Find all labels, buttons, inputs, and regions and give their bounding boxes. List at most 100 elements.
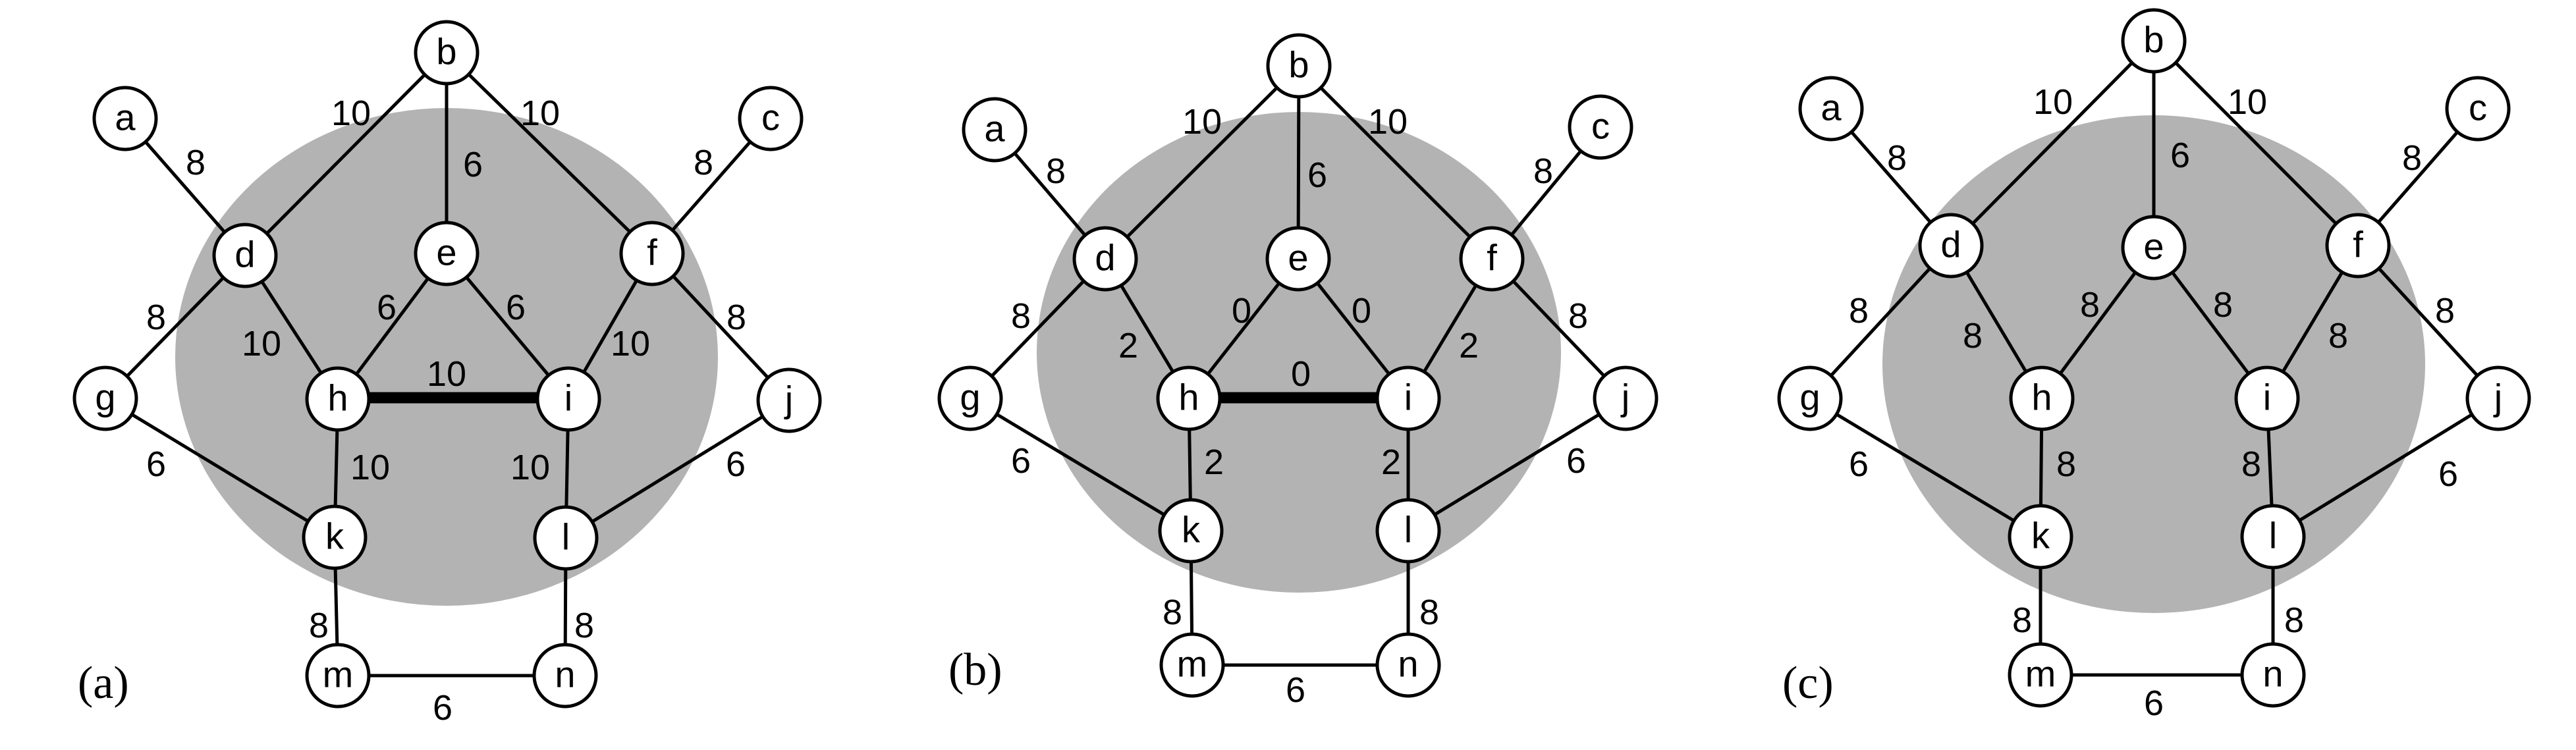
node-circle-j [2465, 365, 2531, 431]
node-circle-c [2445, 76, 2511, 142]
edge-b-d [243, 51, 449, 257]
edge-weight-k-m: 8 [2012, 601, 2032, 640]
node-b: b [1266, 33, 1332, 99]
node-label-n: n [1398, 643, 1418, 685]
edge-weight-f-j: 8 [726, 298, 746, 337]
node-i: i [1375, 365, 1441, 431]
node-c: c [1568, 94, 1633, 160]
node-a: a [92, 86, 158, 151]
edge-weight-f-j: 8 [2435, 291, 2455, 331]
edge-weight-c-f: 8 [1533, 151, 1553, 191]
node-label-l: l [2269, 515, 2277, 556]
edge-weight-c-f: 8 [694, 143, 713, 182]
node-label-m: m [1177, 643, 1208, 685]
edge-g-k [1808, 396, 2042, 539]
node-label-h: h [327, 377, 348, 419]
node-circle-i [2234, 365, 2300, 431]
node-label-a: a [984, 108, 1005, 149]
node-circle-f [2325, 213, 2391, 279]
node-h: h [305, 366, 371, 432]
edge-f-j [650, 252, 791, 402]
node-circle-b [414, 20, 480, 86]
edge-weight-m-n: 6 [433, 688, 452, 728]
edge-weight-d-h: 10 [242, 324, 281, 363]
node-label-b: b [1288, 44, 1309, 86]
edge-b-f [1297, 64, 1494, 261]
panel-label-c: (c) [1782, 658, 1834, 709]
node-circle-d [212, 223, 278, 288]
edge-g-k [968, 396, 1193, 533]
edge-weight-h-k: 8 [2056, 444, 2076, 484]
edge-weight-f-i: 2 [1459, 326, 1479, 365]
node-c: c [738, 86, 804, 151]
edge-weight-e-h: 8 [2080, 285, 2100, 325]
edge-weight-e-h: 0 [1232, 291, 1251, 331]
node-a: a [962, 97, 1028, 163]
shaded-region [175, 108, 718, 606]
node-circle-f [1459, 226, 1525, 292]
edge-weight-b-d: 10 [331, 94, 371, 133]
node-label-a: a [115, 97, 136, 138]
edge-g-k [103, 396, 337, 539]
edge-weight-l-n: 8 [1419, 593, 1439, 632]
node-circle-g [72, 365, 138, 431]
edge-weight-e-i: 8 [2213, 285, 2233, 325]
node-label-c: c [761, 97, 780, 138]
node-e: e [414, 221, 480, 286]
node-label-b: b [436, 31, 456, 72]
node-label-n: n [2262, 653, 2283, 695]
edge-weight-a-d: 8 [186, 143, 206, 182]
node-g: g [1777, 365, 1843, 431]
node-b: b [2121, 8, 2187, 74]
edge-weight-j-l: 6 [2438, 454, 2458, 494]
node-f: f [619, 221, 685, 286]
panel-label-a: (a) [78, 658, 129, 709]
edge-b-d [1103, 64, 1301, 261]
node-m: m [2008, 642, 2073, 708]
node-f: f [1459, 226, 1525, 292]
edge-weight-b-f: 10 [1368, 102, 1408, 142]
edge-weight-d-h: 2 [1118, 326, 1138, 365]
node-circle-l [2240, 504, 2306, 570]
node-l: l [533, 505, 599, 571]
node-circle-h [305, 366, 371, 432]
node-circle-m [305, 643, 371, 709]
edge-weight-h-k: 10 [350, 448, 390, 487]
node-label-f: f [1487, 237, 1497, 279]
node-circle-i [1375, 365, 1441, 431]
edge-weight-i-l: 10 [510, 448, 550, 487]
node-circle-l [533, 505, 599, 571]
panel-label-b: (b) [948, 645, 1002, 695]
edge-weight-i-l: 2 [1381, 442, 1401, 482]
edge-d-g [103, 254, 247, 400]
node-label-f: f [647, 232, 657, 273]
node-label-e: e [2143, 226, 2164, 267]
node-label-d: d [1095, 237, 1115, 279]
node-d: d [212, 223, 278, 288]
node-circle-d [1918, 213, 1984, 279]
node-f: f [2325, 213, 2391, 279]
node-label-h: h [1178, 377, 1199, 418]
node-m: m [305, 643, 371, 709]
edge-weight-l-n: 8 [2284, 601, 2304, 640]
node-label-l: l [562, 516, 570, 558]
edge-weight-g-k: 6 [1849, 444, 1869, 484]
node-label-l: l [1404, 509, 1412, 550]
node-label-c: c [2469, 87, 2487, 128]
edge-weight-k-m: 8 [1163, 593, 1182, 632]
node-circle-l [1375, 498, 1441, 564]
edge-weight-m-n: 6 [1286, 670, 1305, 710]
node-circle-k [2008, 504, 2073, 570]
edge-weight-c-f: 8 [2402, 138, 2422, 178]
node-e: e [2121, 215, 2187, 281]
node-circle-d [1072, 226, 1138, 292]
node-label-m: m [323, 654, 354, 695]
node-a: a [1798, 76, 1864, 142]
node-j: j [2465, 365, 2531, 431]
node-label-k: k [325, 516, 344, 557]
edge-weight-h-k: 2 [1204, 442, 1224, 482]
node-circle-m [2008, 642, 2073, 708]
